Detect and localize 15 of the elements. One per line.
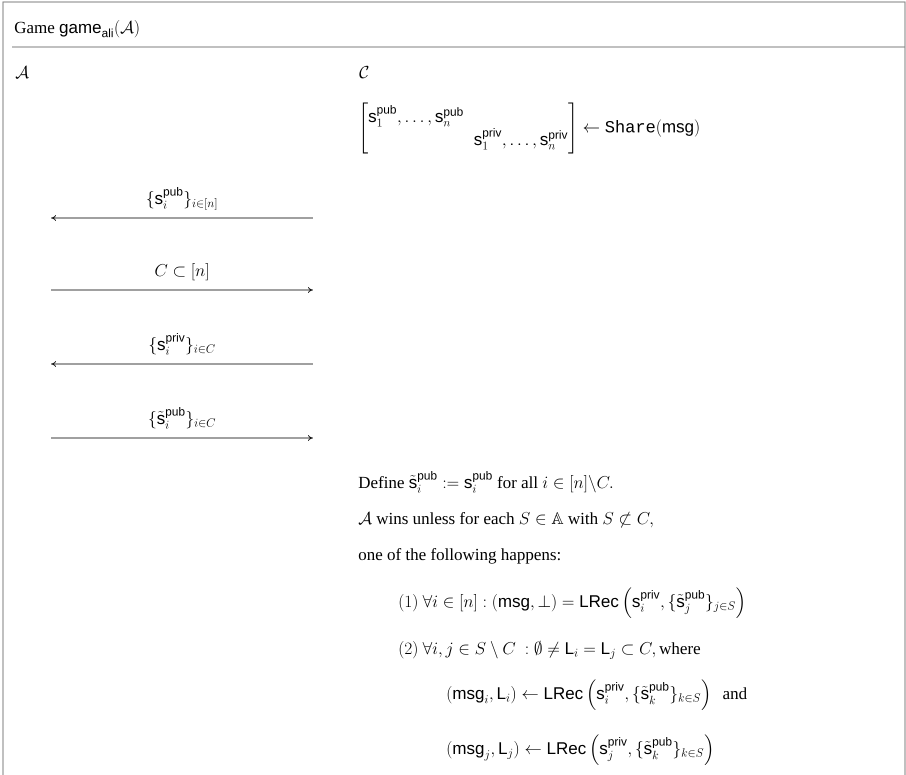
arrow-label: $\{\tilde{\mathsf{s}}_i^{\mathsf{pub}}\}_{i\in C}$ [149, 406, 216, 429]
text-line: $(\mathsf{msg}_i,\mathsf{L}_i)\leftarrow\mathsf{LRec}\left(\mathsf{s}_i^{\mathsf{priv}},\{\tilde{\mathsf{s}}_k^{\mathsf{pub}}\}_{k\in S}\right)\ \text{ and}$ [448, 679, 747, 710]
arrow-label: $\{\mathsf{s}_i^{\mathsf{priv}}\}_{i\in C}$ [150, 332, 215, 355]
text-line: $(\mathsf{msg}_j,\mathsf{L}_j)\leftarrow\mathsf{LRec}\left(\mathsf{s}_j^{\mathsf{priv}},\{\tilde{\mathsf{s}}_k^{\mathsf{pub}}\}_{k\in S}\right)$ [448, 734, 712, 765]
text-line: $(1)\ \forall i\in[n]:(\mathsf{msg},\bot)=\mathsf{LRec}\left(\mathsf{s}_i^{\mathsf{priv}},\{\tilde{\mathsf{s}}_j^{\mathsf{pub}}\}_{j\in S}\right)$ [400, 587, 743, 618]
arrow-label: $\{\mathsf{s}_i^{\mathsf{pub}}\}_{i\in[n]}$ [147, 186, 216, 210]
text-line: $\text{Define }\tilde{\mathsf{s}}_i^{\mathsf{pub}}:=\mathsf{s}_i^{\mathsf{pub}}\text{ for all }i\in[n]\backslash C.$ [358, 470, 612, 493]
party-label: $\mathcal{C}$ [359, 66, 368, 78]
text-line: $(2)\ \forall i,j\in S\setminus C\ :\emptyset\neq\mathsf{L}_i=\mathsf{L}_j\subset C,\text{where}$ [400, 640, 700, 660]
text-line: $\text{one of the following happens:}$ [358, 548, 560, 564]
text-line: $\mathcal{A}\text{ wins unless for each }S\in\mathbb{A}\text{ with }S\not\subset C,$ [358, 512, 653, 528]
equation: $\begin{bmatrix}\mathsf{s}_1^{\mathsf{pub}},\ldots,\mathsf{s}_n^{\mathsf{pub}} & \\ & \mathsf{s}_1^{\mathsf{priv}},\ldots,\mathsf{s}_n^{\mathsf{priv}}\end{bmatrix}\leftarrow\mathtt{Share}(\mathsf{msg})$ [362, 102, 699, 154]
party-label: $\mathcal{A}$ [16, 66, 29, 79]
title: $\textrm{Game }\mathsf{game}_{\mathsf{ali}}(\mathcal{A})$ [14, 20, 138, 38]
arrow-label: $C\subset[n]$ [155, 263, 208, 280]
